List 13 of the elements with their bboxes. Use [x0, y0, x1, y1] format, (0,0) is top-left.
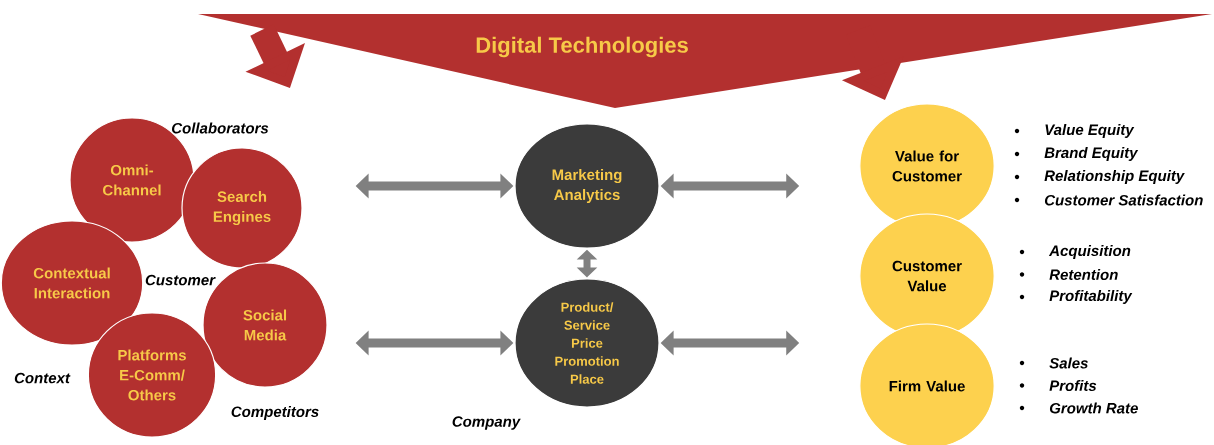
group-label: Company: [452, 416, 521, 430]
bullet-text: Sales: [1049, 357, 1088, 369]
bullet-text: Value Equity: [1045, 124, 1135, 138]
bullet-text: Customer Satisfaction: [1044, 194, 1203, 206]
bullet-text: Growth Rate: [1049, 402, 1138, 414]
bullet-text: Brand Equity: [1044, 147, 1139, 161]
bullet-text: Profits: [1049, 380, 1097, 391]
bullet-text: Retention: [1049, 269, 1118, 280]
group-label: Competitors: [231, 406, 319, 420]
bullet-text: Profitability: [1049, 290, 1133, 304]
group-label: Context: [14, 372, 71, 384]
bullet-text: Relationship Equity: [1044, 170, 1185, 184]
bullet-text: Acquisition: [1048, 245, 1131, 259]
